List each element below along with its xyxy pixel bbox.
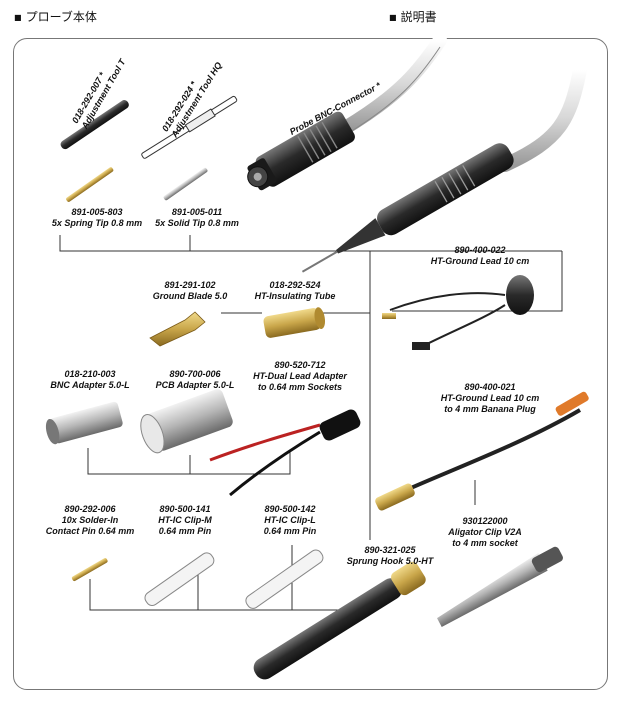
solder-pin-image <box>71 558 108 581</box>
ic-clip-m-image <box>144 552 215 607</box>
accessories-panel <box>13 38 608 690</box>
probe-cable-2 <box>498 63 587 172</box>
connector-lines <box>59 235 563 611</box>
adjustment-tool-hq-image <box>141 95 238 159</box>
insulating-tube-image <box>263 307 326 338</box>
header-probe-body-label: プローブ本体 <box>25 10 97 24</box>
probe-body-image <box>301 143 514 273</box>
bnc-connector-image <box>247 111 355 191</box>
header-manual: ■説明書 <box>389 8 437 25</box>
banana-lead-image <box>375 391 589 511</box>
solid-tip-image <box>163 167 208 201</box>
adjustment-tool-t-image <box>60 100 129 150</box>
pcb-adapter-image <box>140 389 233 454</box>
ic-clip-l-image <box>245 549 324 609</box>
header-probe-body: ■プローブ本体 <box>14 8 97 25</box>
dual-lead-adapter-image <box>209 409 361 497</box>
ground-blade-image <box>149 311 206 347</box>
bnc-adapter-image <box>45 401 123 445</box>
probe-cable <box>338 33 447 135</box>
bullet-icon: ■ <box>14 13 22 22</box>
alligator-clip-image <box>437 546 563 627</box>
sprung-hook-image <box>253 561 426 680</box>
spring-tip-image <box>66 167 114 202</box>
bullet-icon: ■ <box>389 13 397 22</box>
ground-lead-image <box>382 275 534 350</box>
header-manual-label: 説明書 <box>400 10 437 24</box>
